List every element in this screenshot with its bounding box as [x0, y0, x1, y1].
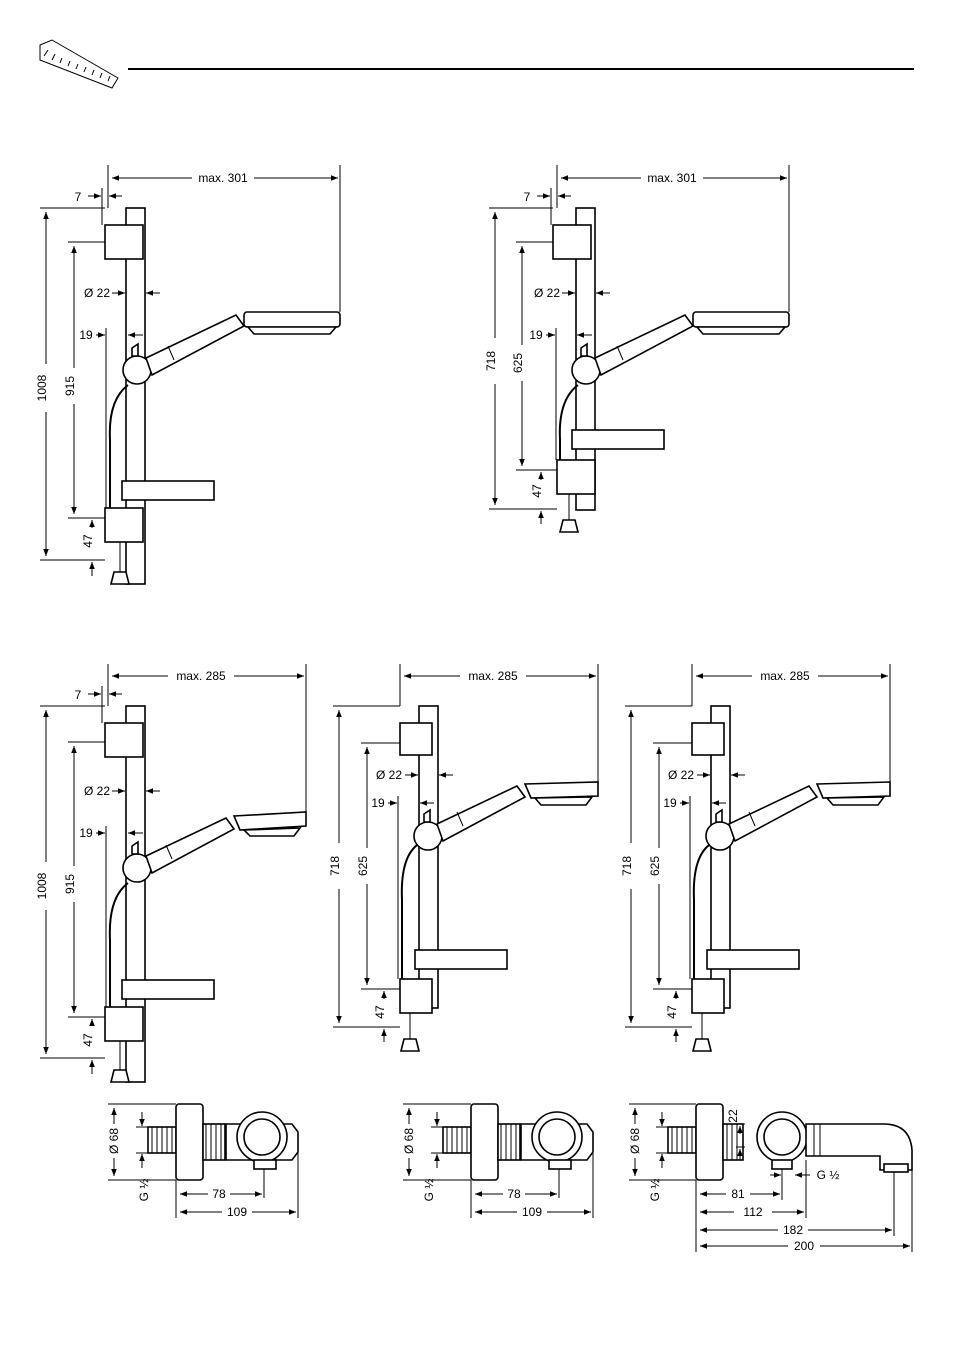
label-dia22: Ø 22	[84, 286, 110, 300]
svg-text:915: 915	[63, 874, 77, 894]
valve-shower-mixer-2	[443, 1104, 593, 1180]
svg-text:718: 718	[328, 856, 342, 876]
svg-text:max. 285: max. 285	[760, 669, 810, 683]
dim-7-b: 7	[524, 188, 571, 225]
svg-text:19: 19	[663, 796, 677, 810]
svg-text:7: 7	[524, 190, 531, 204]
dim-47-b: 47	[530, 472, 544, 524]
valve-bath-mixer	[668, 1104, 912, 1180]
svg-text:G ½: G ½	[648, 1179, 662, 1202]
label-22: 22	[726, 1109, 740, 1123]
svg-text:625: 625	[511, 353, 525, 373]
svg-text:78: 78	[507, 1187, 521, 1201]
shower-set-718-285-a	[400, 706, 598, 1051]
svg-text:19: 19	[371, 796, 385, 810]
label-915: 915	[63, 376, 77, 396]
label-81: 81	[731, 1187, 745, 1201]
dim-dia22-c: Ø 22	[84, 784, 160, 798]
dim-47-e: 47	[665, 991, 679, 1042]
svg-text:7: 7	[75, 688, 82, 702]
svg-text:47: 47	[81, 1033, 95, 1047]
label-109: 109	[227, 1205, 247, 1219]
svg-text:625: 625	[648, 856, 662, 876]
svg-text:Ø 22: Ø 22	[534, 286, 560, 300]
dim-dia22-a: Ø 22	[84, 286, 160, 300]
svg-text:1008: 1008	[35, 872, 49, 899]
dim-47-d: 47	[373, 991, 387, 1042]
svg-text:max. 301: max. 301	[647, 171, 697, 185]
shower-set-1008-301	[105, 208, 340, 584]
label-19: 19	[79, 328, 93, 342]
svg-text:Ø 22: Ø 22	[668, 768, 694, 782]
svg-text:Ø 22: Ø 22	[376, 768, 402, 782]
svg-text:47: 47	[373, 1005, 387, 1019]
label-max301: max. 301	[198, 171, 248, 185]
svg-text:718: 718	[620, 856, 634, 876]
dim-915-a: 915	[63, 242, 105, 518]
svg-text:G ½: G ½	[422, 1179, 436, 1202]
label-7: 7	[75, 190, 82, 204]
svg-text:47: 47	[665, 1005, 679, 1019]
svg-text:max. 285: max. 285	[468, 669, 518, 683]
svg-text:Ø 68: Ø 68	[628, 1128, 642, 1154]
svg-text:19: 19	[79, 826, 93, 840]
dim-7-a: 7	[75, 188, 122, 225]
label-78: 78	[212, 1187, 226, 1201]
svg-text:109: 109	[522, 1205, 542, 1219]
dim-dia22-d: Ø 22	[376, 768, 453, 782]
svg-text:47: 47	[530, 484, 544, 498]
label-1008: 1008	[35, 374, 49, 401]
dim-47-a: 47	[81, 520, 95, 576]
svg-text:G ½: G ½	[817, 1168, 840, 1182]
label-dia68: Ø 68	[107, 1128, 121, 1154]
dim-47-c: 47	[81, 1019, 95, 1074]
valve-shower-mixer-1	[148, 1104, 298, 1180]
label-182: 182	[783, 1223, 803, 1237]
svg-text:625: 625	[356, 856, 370, 876]
dim-625-b: 625	[511, 242, 557, 470]
shower-set-718-285-b	[692, 706, 890, 1051]
svg-text:Ø 68: Ø 68	[402, 1128, 416, 1154]
svg-text:19: 19	[529, 328, 543, 342]
shower-set-718-301	[553, 208, 789, 532]
dim-dia22-b: Ø 22	[534, 286, 610, 300]
dim-dia22-e: Ø 22	[668, 768, 745, 782]
label-max285: max. 285	[176, 669, 226, 683]
label-200: 200	[794, 1239, 814, 1253]
label-112: 112	[743, 1205, 762, 1219]
dim-7-c: 7	[75, 686, 122, 723]
svg-text:718: 718	[484, 351, 498, 371]
svg-text:Ø 22: Ø 22	[84, 784, 110, 798]
shower-set-1008-285	[105, 706, 306, 1082]
label-47: 47	[81, 534, 95, 548]
ruler-icon	[40, 40, 118, 88]
label-g12: G ½	[137, 1179, 151, 1202]
